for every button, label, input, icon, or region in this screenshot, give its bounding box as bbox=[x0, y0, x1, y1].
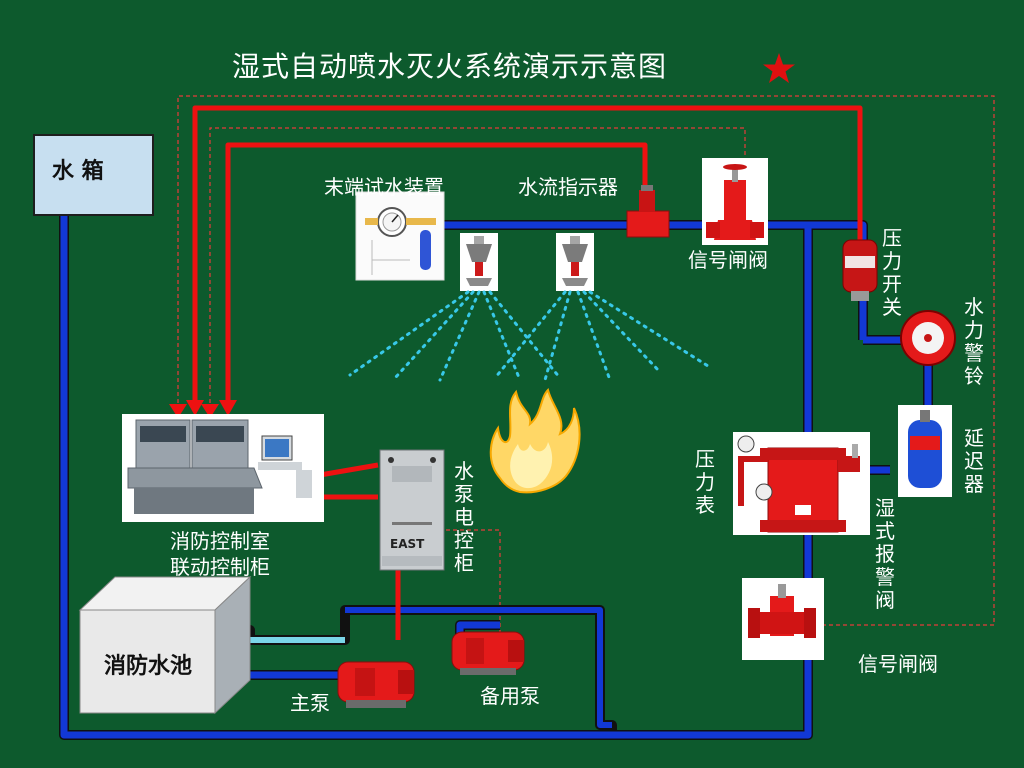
flow-indicator-label: 水流指示器 bbox=[518, 175, 618, 199]
signal-lines bbox=[192, 105, 863, 640]
delay-device bbox=[898, 405, 952, 497]
sprinkler-head-1 bbox=[460, 233, 498, 291]
fire-flame bbox=[489, 388, 581, 494]
fire-pool-label: 消防水池 bbox=[104, 654, 193, 679]
control-room-cabinet bbox=[122, 414, 324, 522]
pump-control-cabinet-label: 水泵电控柜 bbox=[454, 459, 474, 575]
end-test-device bbox=[355, 191, 445, 281]
signal-gate-valve-top bbox=[702, 158, 768, 245]
cabinet-brand: EAST bbox=[390, 537, 425, 551]
water-alarm-bell-label: 水力警铃 bbox=[964, 295, 984, 388]
delay-device-label: 延迟器 bbox=[964, 426, 984, 496]
water-tank-label: 水 箱 bbox=[52, 159, 104, 184]
sprinkler-head-2 bbox=[556, 233, 594, 291]
signal-gate-valve-top-label: 信号闸阀 bbox=[688, 248, 768, 272]
fire-pool bbox=[78, 575, 252, 715]
control-room-label-line1: 消防控制室 bbox=[170, 529, 270, 553]
pump-control-cabinet bbox=[379, 449, 445, 571]
diagram-title: 湿式自动喷水灭火系统演示示意图 bbox=[232, 50, 668, 83]
water-alarm-bell-device bbox=[900, 310, 956, 366]
main-pump-label: 主泵 bbox=[290, 691, 330, 715]
end-test-device-label: 末端试水装置 bbox=[324, 175, 444, 199]
standby-pump-device bbox=[451, 631, 525, 675]
control-room-label-line2: 联动控制柜 bbox=[170, 555, 270, 579]
wet-alarm-valve-label: 湿式报警阀 bbox=[875, 496, 895, 612]
main-pump-device bbox=[337, 661, 415, 708]
water-spray bbox=[348, 290, 710, 382]
pressure-switch-device bbox=[842, 239, 878, 301]
flow-indicator-device bbox=[626, 185, 670, 238]
signal-gate-valve-bottom-label: 信号闸阀 bbox=[858, 652, 938, 676]
standby-pump-label: 备用泵 bbox=[480, 684, 540, 708]
pressure-gauge-label: 压力表 bbox=[695, 447, 715, 517]
water-tank bbox=[33, 134, 154, 216]
star-icon bbox=[763, 53, 795, 83]
water-pipes bbox=[59, 208, 933, 740]
pressure-switch-label: 压力开关 bbox=[882, 226, 902, 319]
wet-alarm-valve-device bbox=[733, 432, 870, 535]
signal-gate-valve-bottom bbox=[742, 578, 824, 660]
